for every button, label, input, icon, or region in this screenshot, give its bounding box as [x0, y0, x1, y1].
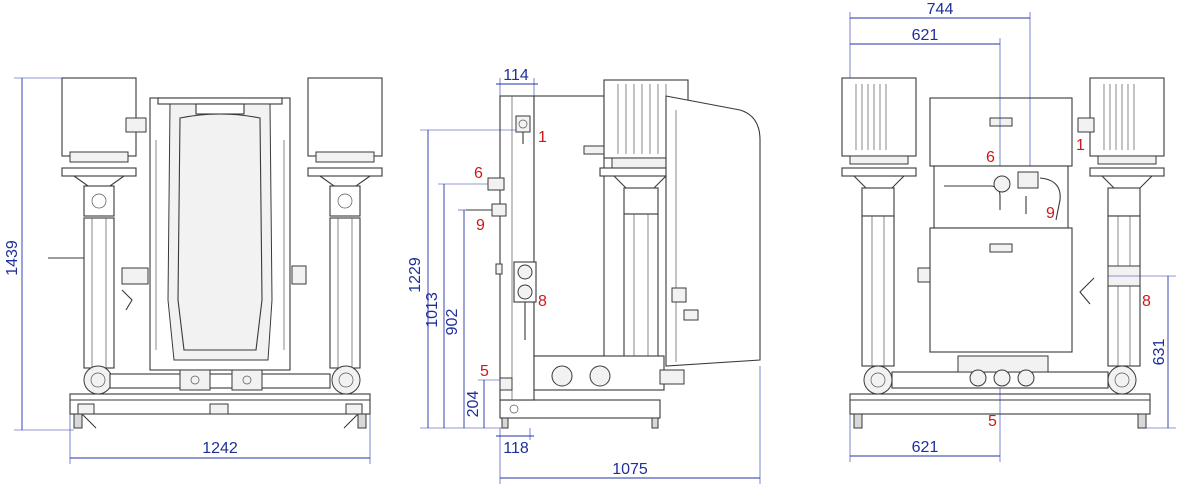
rear-top744-label: 744	[927, 1, 954, 18]
side-drain-5	[499, 377, 513, 391]
front-height-label: 1439	[4, 240, 21, 276]
side-view: 114 1229 1013 902 204 118 1075 1 6 9 8 5	[407, 67, 761, 484]
rear-cabinet	[917, 97, 1073, 353]
side-ref-9: 9	[476, 217, 485, 234]
rear-ref-8: 8	[1142, 293, 1151, 310]
rear-pump-right	[1077, 77, 1165, 395]
side-fitting-9	[466, 203, 507, 217]
rear-view: 744 621 631 621 6 9 1 8 5	[841, 1, 1176, 462]
front-pump-right	[291, 77, 383, 395]
side-pressure-unit-8	[513, 261, 537, 340]
side-valve-1	[515, 115, 531, 144]
rear-ref-6: 6	[986, 149, 995, 166]
side-ref-8: 8	[538, 293, 547, 310]
front-foot-right	[357, 413, 367, 429]
side-ref-5: 5	[480, 363, 489, 380]
side-h1229-label: 1229	[407, 257, 424, 293]
side-h204-label: 204	[465, 391, 482, 418]
rear-ref-9: 9	[1046, 205, 1055, 222]
front-width-label: 1242	[202, 440, 238, 457]
rear-bottom-piping	[891, 355, 1109, 389]
rear-ref-1: 1	[1076, 137, 1085, 154]
side-ref-6: 6	[474, 165, 483, 182]
side-ref-1: 1	[538, 129, 547, 146]
rear-pump-left	[841, 77, 917, 395]
side-door-panel	[665, 95, 761, 367]
side-pump	[599, 79, 689, 365]
front-motor-right	[307, 77, 383, 157]
side-depth-label: 1075	[612, 461, 648, 478]
front-motor-left	[61, 77, 137, 157]
rear-top621-label: 621	[912, 27, 939, 44]
side-h1013-label: 1013	[424, 292, 441, 328]
rear-right631-label: 631	[1151, 339, 1168, 366]
rear-bottom621-label: 621	[912, 439, 939, 456]
front-manifold	[109, 369, 331, 391]
side-bottom-label: 118	[503, 440, 529, 457]
front-pump-left	[61, 77, 149, 395]
side-bottom-piping	[533, 355, 685, 391]
front-control-cabinet	[149, 97, 291, 371]
front-foot-left	[73, 413, 83, 429]
side-cabinet	[495, 95, 605, 401]
side-base-frame	[499, 399, 661, 419]
side-top-label: 114	[503, 67, 529, 84]
side-h902-label: 902	[444, 309, 461, 336]
rear-ref-5: 5	[988, 413, 997, 430]
side-fitting-6	[487, 177, 505, 191]
front-view: 1242 1439	[4, 77, 383, 464]
